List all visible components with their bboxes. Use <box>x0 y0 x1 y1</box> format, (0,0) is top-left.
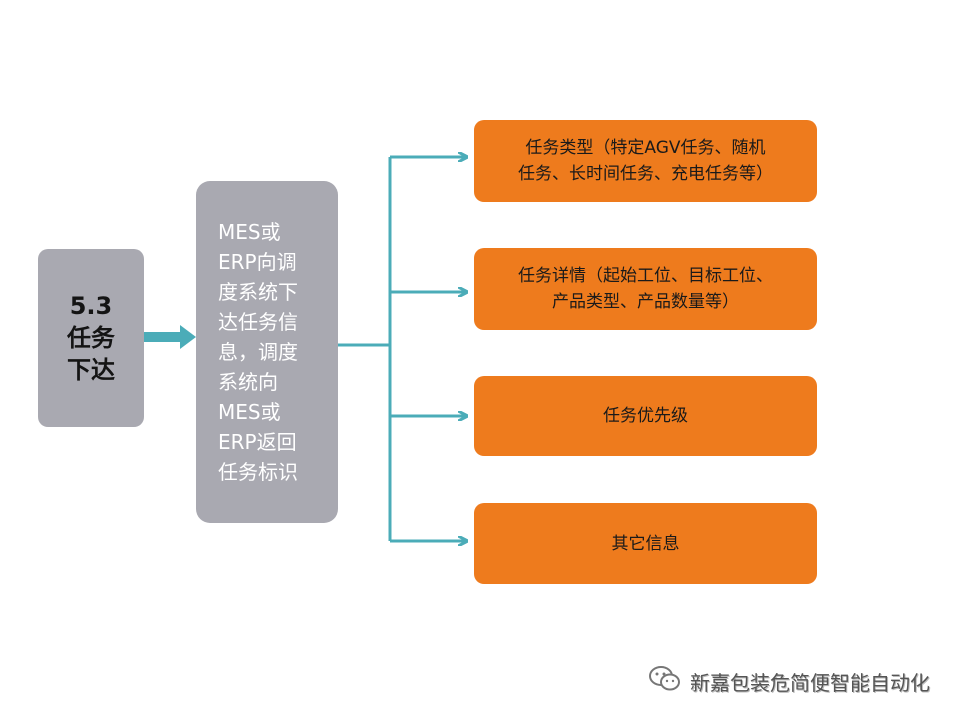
other-info-box: 其它信息 <box>474 503 817 584</box>
branch-connector <box>338 157 466 541</box>
task-detail-text: 任务详情（起始工位、目标工位、 产品类型、产品数量等） <box>518 266 773 312</box>
section-label: 5.3 任务 下达 <box>67 292 115 384</box>
other-info-text: 其它信息 <box>611 533 680 554</box>
description-box: MES或 ERP向调 度系统下 达任务信 息，调度 系统向 MES或 ERP返回… <box>196 181 338 523</box>
task-priority-text: 任务优先级 <box>603 406 688 426</box>
section-box: 5.3 任务 下达 <box>38 249 144 427</box>
task-type-box: 任务类型（特定AGV任务、随机 任务、长时间任务、充电任务等） <box>474 120 817 202</box>
watermark: 新嘉包装危简便智能自动化 <box>648 665 930 697</box>
watermark-text: 新嘉包装危简便智能自动化 <box>690 670 930 695</box>
task-priority-box: 任务优先级 <box>474 376 817 456</box>
task-detail-box: 任务详情（起始工位、目标工位、 产品类型、产品数量等） <box>474 248 817 330</box>
task-type-text: 任务类型（特定AGV任务、随机 任务、长时间任务、充电任务等） <box>518 138 773 184</box>
main-arrow <box>144 325 196 349</box>
wechat-icon <box>648 665 682 697</box>
description-text: MES或 ERP向调 度系统下 达任务信 息，调度 系统向 MES或 ERP返回… <box>218 220 298 484</box>
